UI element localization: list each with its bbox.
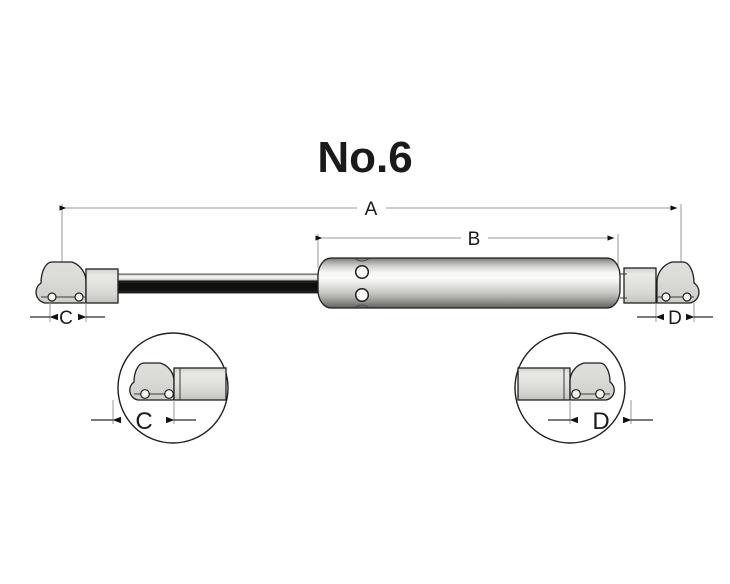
cylinder-port-lower-icon — [354, 287, 370, 303]
cylinder-notch-top — [354, 258, 370, 262]
detail-right-circle-frame — [514, 332, 626, 444]
detail-view-left: C — [91, 332, 229, 444]
left-connector-block — [85, 268, 119, 304]
cylinder-body — [317, 257, 621, 309]
right-eye-hole-inner — [661, 292, 671, 302]
detail-left-dim-label: C — [135, 408, 152, 435]
cylinder-port-upper-icon — [354, 264, 370, 280]
detail-left-eye-end — [129, 362, 175, 401]
dimension-c-group: C — [30, 303, 105, 329]
detail-right-hole-outer — [595, 389, 605, 399]
dimension-d-group: D — [637, 303, 713, 329]
page-title: No.6 — [317, 133, 412, 182]
cylinder-notch-bottom — [354, 304, 370, 308]
left-eye-hole-inner — [74, 292, 84, 302]
detail-left-hole-outer — [140, 389, 150, 399]
piston-rod-upper-rail — [85, 273, 323, 282]
dimension-b-label: B — [468, 229, 481, 250]
detail-right-connector-block — [517, 367, 571, 401]
dimension-a-group: A — [59, 199, 682, 272]
detail-left-circle-frame — [117, 332, 229, 444]
dimension-d-label: D — [668, 308, 682, 329]
dimension-a-label: A — [365, 199, 378, 220]
detail-left-hole-inner — [164, 389, 174, 399]
dimension-b-group: B — [315, 229, 619, 268]
detail-right-dim-label: D — [592, 408, 609, 435]
left-eye-hole-outer — [47, 292, 57, 302]
piston-rod — [85, 280, 323, 294]
detail-left-connector-block — [173, 367, 227, 401]
right-connector-block — [623, 267, 657, 304]
detail-view-right: D — [514, 332, 653, 444]
detail-right-hole-inner — [571, 389, 581, 399]
gas-spring-assembly — [35, 257, 700, 309]
left-eye-end-fitting — [35, 261, 87, 304]
right-eye-hole-outer — [682, 292, 692, 302]
dimension-c-label: C — [59, 308, 73, 329]
